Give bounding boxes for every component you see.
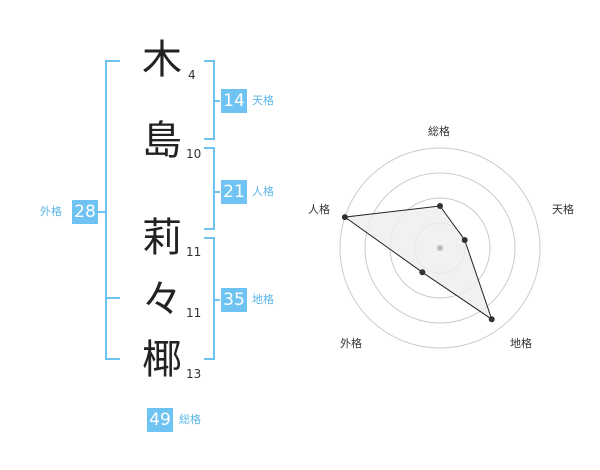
chikaku-label: 地格 (252, 293, 274, 306)
radar-point-3 (488, 316, 495, 323)
radar-ring-4 (339, 147, 541, 349)
radar-label-chikaku: 地格 (510, 337, 532, 350)
radar-point-4 (419, 269, 426, 276)
radar-area (343, 205, 493, 321)
chikaku-value: 35 (221, 288, 247, 312)
gaikaku-label: 外格 (40, 205, 62, 218)
name-char-3: 莉 (142, 215, 182, 261)
radar-label-soukaku: 総格 (428, 125, 450, 138)
name-char-4: 々 (142, 277, 182, 323)
radar-label-gaikaku: 外格 (340, 337, 362, 350)
stroke-count-3: 11 (186, 245, 202, 259)
tenkaku-bracket (204, 60, 215, 140)
name-char-2: 島 (142, 118, 182, 164)
radar-chart (339, 147, 541, 349)
jinkaku-label: 人格 (252, 185, 274, 198)
stroke-count-2: 10 (186, 147, 202, 161)
stroke-count-4: 11 (186, 306, 202, 320)
soukaku-value: 49 (147, 408, 173, 432)
stroke-count-5: 13 (186, 367, 202, 381)
tenkaku-label: 天格 (252, 94, 274, 107)
soukaku-label: 総格 (179, 413, 201, 426)
stroke-count-1: 4 (188, 68, 196, 82)
radar-point-5 (341, 214, 348, 221)
gaikaku-bracket (105, 60, 120, 360)
tenkaku-value: 14 (221, 89, 247, 113)
chikaku-bracket (204, 237, 215, 360)
jinkaku-value: 21 (221, 180, 247, 204)
gaikaku-value: 28 (72, 200, 98, 224)
jinkaku-bracket (204, 147, 215, 230)
radar-center-point (437, 245, 443, 251)
radar-ring-3 (364, 172, 516, 324)
radar-point-2 (461, 236, 468, 243)
name-char-5: 椰 (142, 337, 182, 383)
name-char-1: 木 (142, 37, 182, 83)
radar-point-1 (437, 203, 443, 209)
radar-label-jinkaku: 人格 (308, 203, 330, 216)
radar-label-tenkaku: 天格 (552, 203, 574, 216)
